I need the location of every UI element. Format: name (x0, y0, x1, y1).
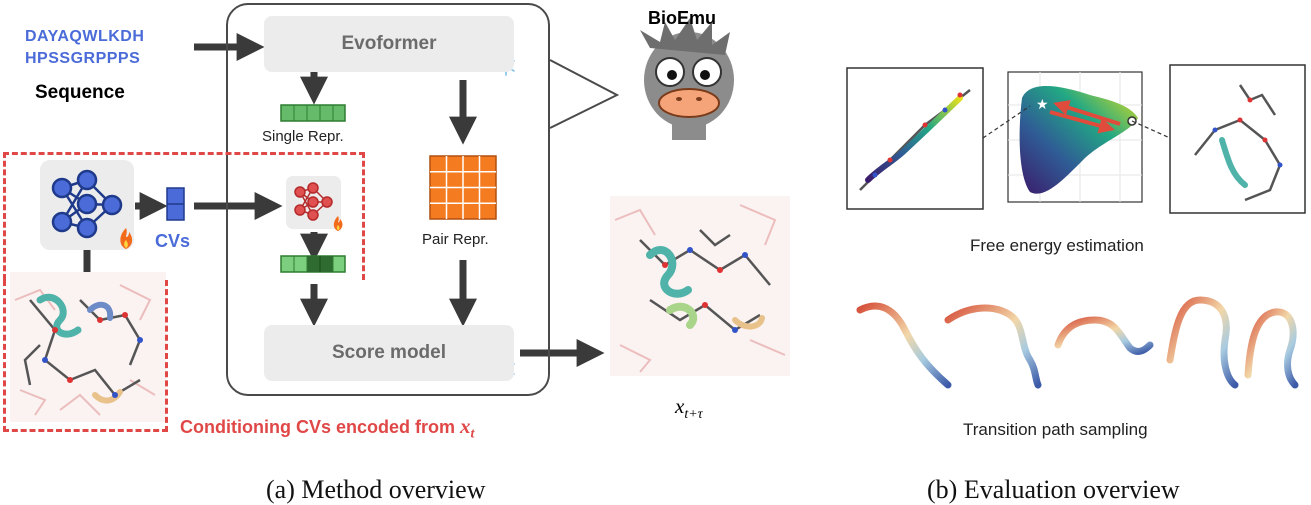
transition-paths (856, 296, 1299, 389)
fe-scatter-plot: ★ (1007, 71, 1143, 203)
evoformer-label: Evoformer (341, 33, 437, 54)
pair-repr-grid (429, 155, 497, 220)
sequence-line-1: DAYAQWLKDH (25, 28, 145, 45)
output-label: xt+τ (675, 394, 703, 423)
output-structure-image (610, 196, 790, 376)
conditioning-var: x (460, 414, 471, 438)
conditioning-dashed-box-bottom (3, 280, 168, 432)
conditioning-caption: Conditioning CVs encoded from xt (180, 414, 474, 443)
conditioning-text: Conditioning CVs encoded from (180, 417, 460, 437)
svg-text:★: ★ (1036, 97, 1049, 113)
cvs-label: CVs (155, 231, 191, 251)
single-repr-label: Single Repr. (262, 128, 344, 145)
bioemu-frame (226, 3, 550, 396)
free-energy-label: Free energy estimation (970, 236, 1144, 255)
output-var: x (675, 394, 685, 418)
score-model-block: Score model (264, 325, 514, 381)
cv-vector-icon (166, 187, 185, 221)
single-repr-bar (280, 104, 346, 122)
pair-repr-label: Pair Repr. (422, 231, 489, 248)
fe-left-structure (846, 67, 984, 210)
transition-label: Transition path sampling (963, 420, 1148, 439)
conditioning-dashed-box-top (3, 152, 365, 280)
bioemu-label: BioEmu (648, 8, 717, 28)
conditioned-repr-bar (280, 255, 346, 273)
fe-right-structure (1169, 64, 1306, 214)
evoformer-block: Evoformer (264, 16, 514, 72)
neural-network-icon (51, 169, 123, 239)
small-network-icon (294, 182, 333, 221)
sequence-line-2: HPSSGRPPPS (25, 50, 141, 67)
caption-evaluation: (b) Evaluation overview (927, 475, 1180, 504)
ostrich-mascot (640, 18, 734, 140)
fire-icon-small (333, 216, 343, 231)
input-structure-image (10, 272, 166, 422)
fire-icon (120, 228, 133, 249)
caption-method: (a) Method overview (266, 475, 486, 504)
score-model-label: Score model (331, 342, 447, 363)
sequence-label: Sequence (35, 82, 125, 103)
speech-bubble-tail (549, 59, 620, 129)
conditioning-sub: t (470, 426, 475, 442)
output-sub: t+τ (684, 407, 703, 423)
